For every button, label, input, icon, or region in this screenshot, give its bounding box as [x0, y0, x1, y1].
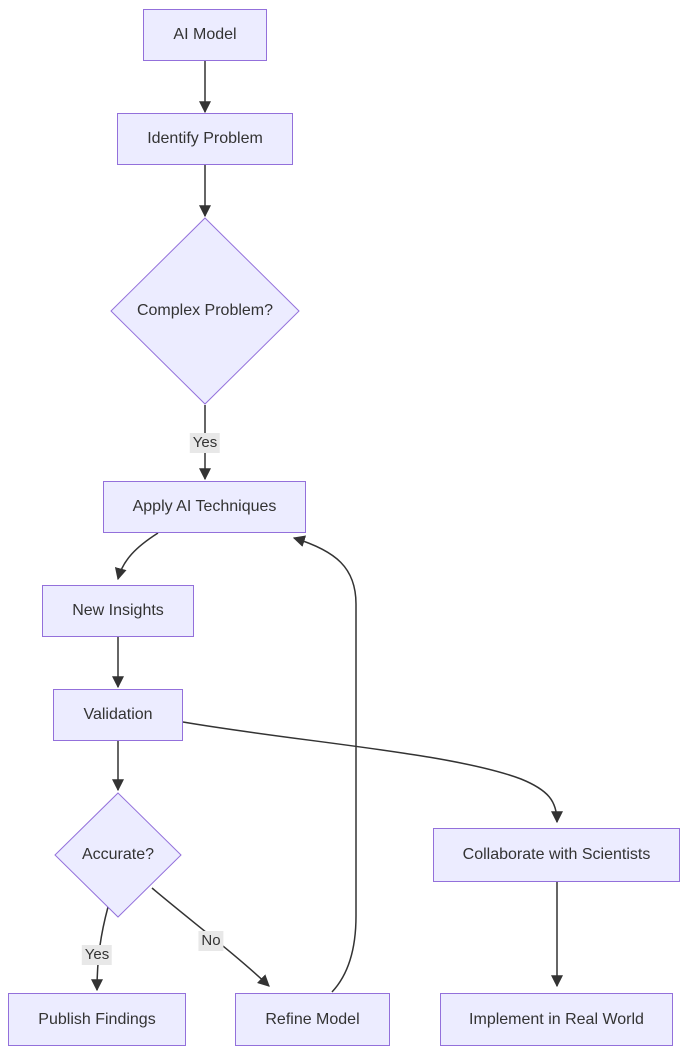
edge-label-accurate-no: No [198, 931, 224, 951]
node-identify-problem: Identify Problem [117, 113, 293, 165]
edge-label-complex-yes: Yes [189, 433, 221, 453]
node-validation: Validation [53, 689, 183, 741]
edge-label-accurate-yes: Yes [81, 945, 113, 965]
node-implement-in-real-world: Implement in Real World [440, 993, 673, 1046]
node-refine-model: Refine Model [235, 993, 390, 1046]
node-collaborate-with-scientists: Collaborate with Scientists [433, 828, 680, 882]
node-accurate-shape [54, 792, 182, 918]
node-new-insights: New Insights [42, 585, 194, 637]
node-publish-findings: Publish Findings [8, 993, 186, 1046]
edge-refine-model-to-apply-ai [292, 535, 357, 993]
node-complex-problem-shape [110, 217, 300, 405]
edge-validation-to-collaborate [182, 721, 563, 824]
edge-apply-ai-to-new-insights [114, 532, 159, 581]
node-apply-ai-techniques: Apply AI Techniques [103, 481, 306, 533]
node-ai-model: AI Model [143, 9, 267, 61]
